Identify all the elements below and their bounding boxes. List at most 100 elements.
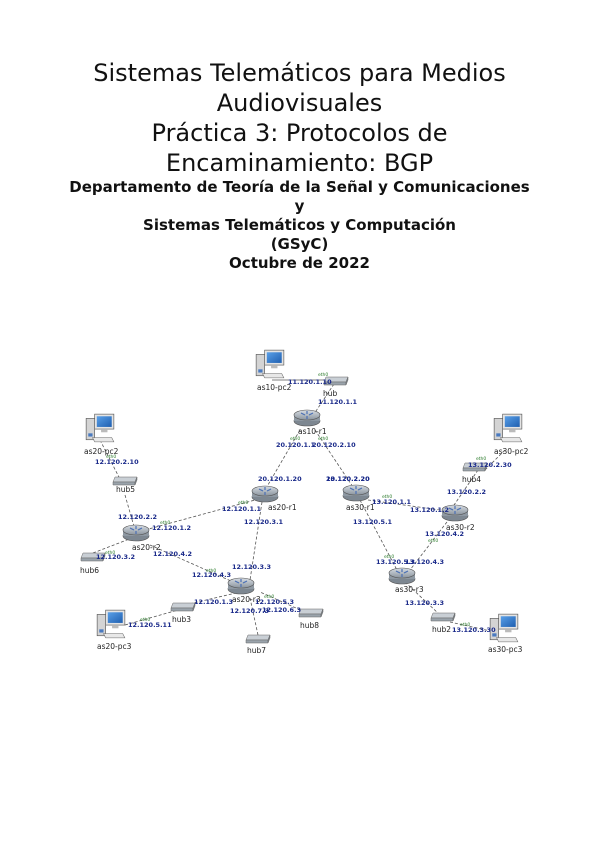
node-label: hub8 <box>300 621 319 630</box>
node-label: hub7 <box>247 646 266 655</box>
department-line: Departamento de Teoría de la Señal y Com… <box>69 178 530 196</box>
pc-icon <box>85 413 115 443</box>
pc-icon <box>493 413 523 443</box>
network-diagram: as10-pc2 hub as10-r1 as20-pc2 hub5 as20-… <box>80 349 529 655</box>
ip-address-label: 20.120.1.1 <box>276 441 316 449</box>
node-label: as20-pc3 <box>97 642 132 651</box>
link <box>367 499 441 511</box>
node-label: hub5 <box>116 485 135 494</box>
title-line: Sistemas Telemáticos para Medios <box>93 59 506 87</box>
node-label: as10-r1 <box>298 427 327 436</box>
link <box>184 591 241 606</box>
ip-address-label: 12.120.1.2 <box>152 524 191 532</box>
ip-address-label: 12.120.5.3 <box>255 598 294 606</box>
node-label: as20-r2 <box>132 543 161 552</box>
interface-label: eth0 <box>105 550 115 556</box>
ip-address-label: 11.120.1.1 <box>318 398 358 406</box>
node-label: as30-pc2 <box>494 447 529 456</box>
node-label: as20-r3 <box>232 595 261 604</box>
node-labels: as10-pc2 hub as10-r1 as20-pc2 hub5 as20-… <box>80 383 529 655</box>
pc-icon <box>96 609 126 639</box>
node-label: as30-pc3 <box>488 645 523 654</box>
router-icon <box>293 409 321 427</box>
node-label: hub4 <box>462 475 481 484</box>
link <box>124 494 136 531</box>
interface-label: eth0 <box>476 456 486 462</box>
router-icon <box>227 577 255 595</box>
title-line: Práctica 3: Protocolos de <box>151 119 448 147</box>
ip-address-label: 12.120.3.1 <box>244 518 284 526</box>
router-icon <box>342 484 370 502</box>
ip-address-label: 12.120.7.3 <box>230 607 269 615</box>
document-title: Sistemas Telemáticos para Medios Audiovi… <box>0 58 599 178</box>
link <box>451 469 479 509</box>
node-label: as20-r1 <box>268 503 297 512</box>
ip-address-label: 12.120.1.1 <box>222 505 262 513</box>
interface-label: eth0 <box>382 494 392 500</box>
conjunction-line: y <box>294 197 305 215</box>
interface-label: eth0 <box>238 500 248 506</box>
link <box>359 499 399 573</box>
link <box>249 501 263 581</box>
interface-addresses: 11.120.1.10 11.120.1.1 20.120.1.1 20.120… <box>95 378 512 634</box>
ip-address-label: 13.120.2.2 <box>447 488 486 496</box>
acronym-line: (GSyC) <box>270 235 329 253</box>
link <box>149 544 241 586</box>
interface-label: eth0 <box>384 554 394 560</box>
ip-address-label: 12.120.3.3 <box>232 563 271 571</box>
link <box>264 429 301 491</box>
link <box>409 517 451 571</box>
interface-label: eth0 <box>264 594 274 600</box>
ip-address-label: 12.120.5.11 <box>128 621 172 629</box>
network-devices <box>80 349 523 644</box>
link <box>314 429 356 491</box>
hub-icon <box>112 476 138 486</box>
node-label: as30-r3 <box>395 585 424 594</box>
ip-address-label: 12.120.2.10 <box>95 458 139 466</box>
ip-address-label: 13.120.1.1 <box>372 498 412 506</box>
ip-address-label: 13.120.4.3 <box>405 558 444 566</box>
ip-address-label: 13.120.5.1 <box>353 518 393 526</box>
node-label: as30-r2 <box>446 523 475 532</box>
interface-label: eth0 <box>290 436 300 442</box>
interface-label: eth0 <box>428 538 438 544</box>
hub-icon <box>245 634 271 644</box>
node-label: hub2 <box>432 625 451 634</box>
network-links <box>92 379 506 636</box>
ip-address-label: 13.120.4.2 <box>425 530 464 538</box>
ip-address-label: 13.120.1.2 <box>410 506 449 514</box>
date-line: Octubre de 2022 <box>229 254 370 272</box>
ip-address-label: 13.120.2.30 <box>468 461 512 469</box>
ip-address-label: 13.120.5.3 <box>376 558 415 566</box>
node-label: as30-r1 <box>346 503 375 512</box>
ip-address-label: 13.120.3.3 <box>405 599 444 607</box>
department-line: Sistemas Telemáticos y Computación <box>143 216 456 234</box>
title-line: Encaminamiento: BGP <box>165 149 434 177</box>
router-icon <box>122 524 150 542</box>
ip-address-label: 12.120.2.2 <box>118 513 157 521</box>
ip-address-label: 12.120.4.3 <box>192 571 231 579</box>
ip-address-label: 20.120.2.20 <box>326 475 370 483</box>
link <box>144 499 256 531</box>
node-label: hub3 <box>172 615 191 624</box>
interface-label: eth0 <box>140 617 150 623</box>
interface-tags: eth0 eth0 eth0 eth0 eth0 eth0 eth0 eth0 … <box>105 372 486 628</box>
ip-address-label: 12.120.6.3 <box>262 606 301 614</box>
interface-label: eth0 <box>206 568 216 574</box>
hub-icon <box>430 612 456 622</box>
router-icon <box>388 567 416 585</box>
link <box>404 581 441 616</box>
title-line: Audiovisuales <box>216 89 383 117</box>
ip-address-label: 20.120.1.20 <box>258 475 302 483</box>
pc-icon <box>255 349 285 379</box>
node-label: hub <box>323 389 338 398</box>
interface-label: eth0 <box>318 436 328 442</box>
link <box>449 621 496 633</box>
ip-address-label: 13.120.3.30 <box>452 626 496 634</box>
interface-label: eth0 <box>318 372 328 378</box>
link <box>92 537 133 554</box>
link <box>259 591 306 613</box>
node-label: hub6 <box>80 566 99 575</box>
ip-address-label: 13.120.2.20 <box>326 475 370 483</box>
router-icon <box>251 485 279 503</box>
